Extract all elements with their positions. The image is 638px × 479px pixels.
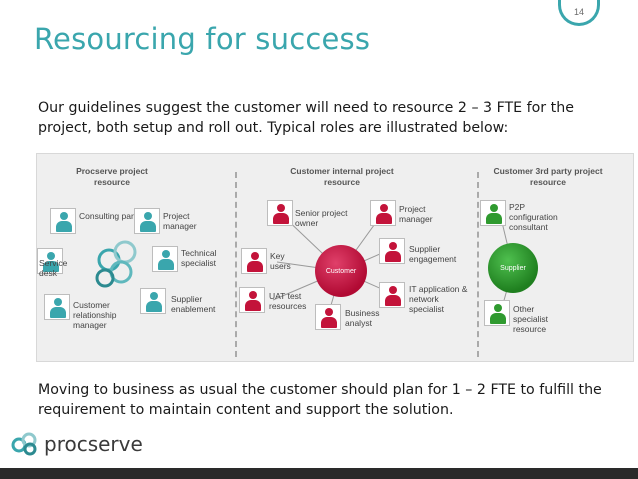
person-icon [241,248,267,274]
person-icon [140,288,166,314]
role-uat-test-resources: UAT test resources [269,291,307,311]
role-it-application-network-specialist: IT application & network specialist [409,284,468,314]
section-heading-procserve: Procserve project resource [76,166,148,187]
logo-text: procserve [44,432,143,456]
intro-paragraph: Our guidelines suggest the customer will… [38,100,574,136]
role-p2p-configuration-consultant: P2P configuration consultant [509,202,558,232]
role-service-desk: Service desk [39,258,68,278]
person-icon [484,300,510,326]
person-icon [50,208,76,234]
section-heading-third-party: Customer 3rd party project resource [493,166,603,187]
role-business-analyst: Business analyst [345,308,380,328]
page-number: 14 [573,6,584,17]
person-icon [44,294,70,320]
role-consulting-partner: Consulting partner [79,211,149,221]
person-icon [239,287,265,313]
person-icon [37,248,63,274]
procserve-logo: procserve [10,432,143,456]
resourcing-diagram: Procserve project resource Customer inte… [36,153,634,362]
procserve-knot-icon [95,240,137,288]
person-icon [315,304,341,330]
supplier-hub: Supplier [488,243,538,293]
person-icon [379,282,405,308]
person-icon [152,246,178,272]
customer-hub: Customer [315,245,367,297]
slide-title: Resourcing for success [34,22,371,56]
role-technical-specialist: Technical specialist [181,248,217,268]
role-project-manager: Project manager [163,211,197,231]
page-number-badge: 14 [558,0,600,26]
section-divider [477,172,479,357]
role-customer-relationship-manager: Customer relationship manager [73,300,117,330]
person-icon [267,200,293,226]
person-icon [134,208,160,234]
procserve-logo-icon [11,432,37,456]
role-supplier-engagement: Supplier engagement [409,244,457,264]
person-icon [379,238,405,264]
person-icon [480,200,506,226]
section-heading-customer: Customer internal project resource [290,166,394,187]
role-other-specialist-resource: Other specialist resource [513,304,548,334]
closing-paragraph: Moving to business as usual the customer… [38,382,602,418]
footer-bar [0,468,638,479]
role-customer-project-manager: Project manager [399,204,433,224]
role-key-users: Key users [270,251,291,271]
section-divider [235,172,237,357]
role-senior-project-owner: Senior project owner [295,208,348,228]
person-icon [370,200,396,226]
role-supplier-enablement: Supplier enablement [171,294,216,314]
